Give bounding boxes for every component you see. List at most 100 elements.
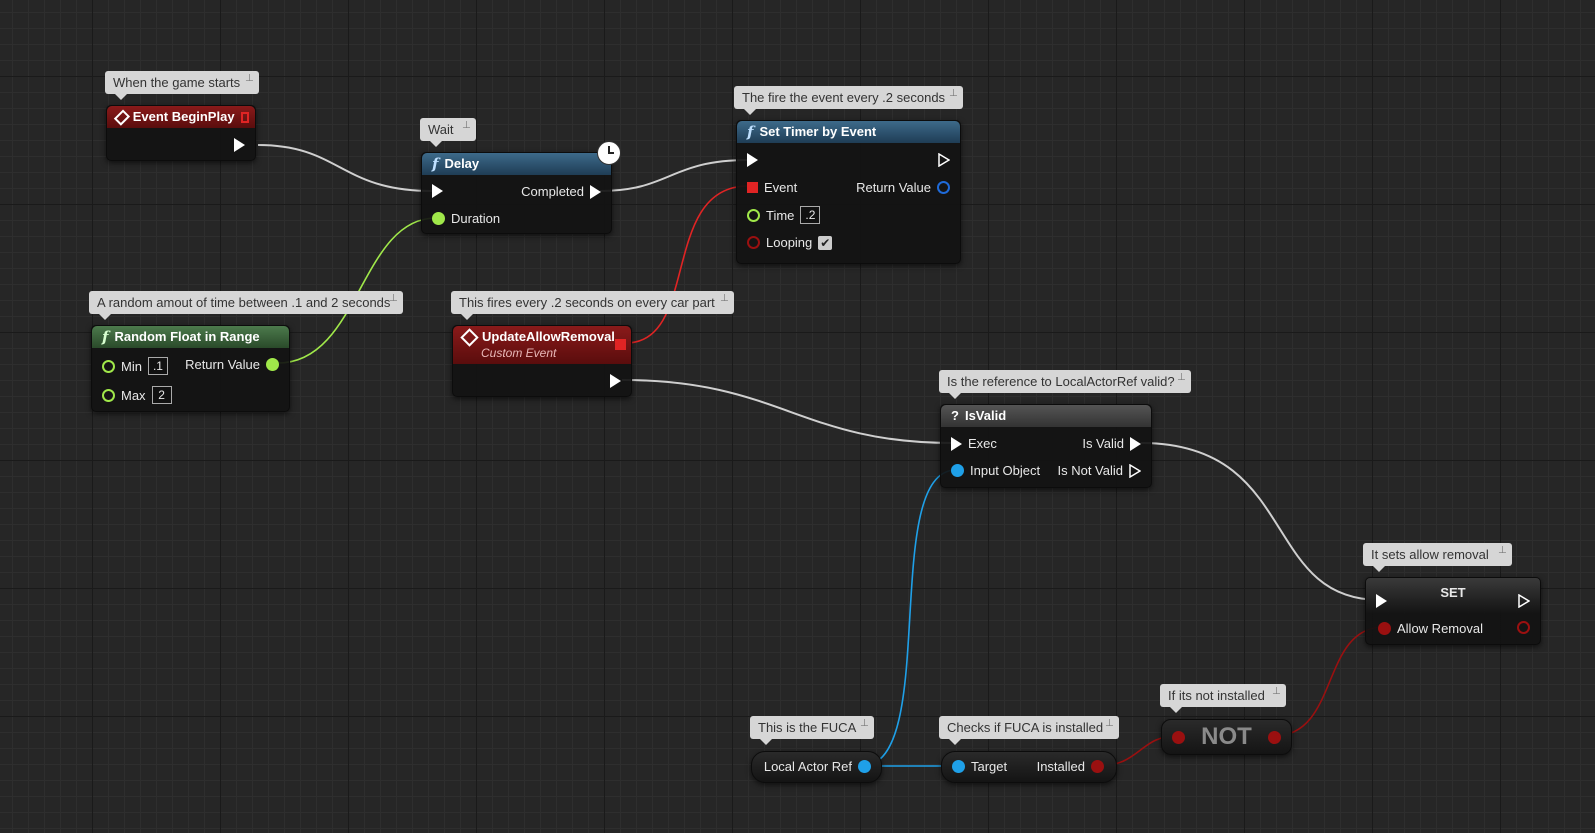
local-actor-ref-output-pin[interactable]: Local Actor Ref: [764, 759, 871, 774]
allow-removal-input-pin[interactable]: Allow Removal: [1378, 621, 1483, 636]
comment-text: The fire the event every .2 seconds: [742, 90, 946, 105]
comment-pin-icon[interactable]: ⊥: [1498, 545, 1507, 556]
installed-output-pin[interactable]: Installed: [1037, 759, 1104, 774]
pin-label: Completed: [521, 184, 584, 199]
exec-input-pin[interactable]: [1376, 594, 1387, 608]
object-pin-icon: [858, 760, 871, 773]
comment-pin-icon[interactable]: ⊥: [720, 293, 729, 304]
node-title: IsValid: [964, 408, 1007, 423]
exec-output-pin[interactable]: [1518, 594, 1530, 608]
delegate-pin[interactable]: [240, 111, 249, 123]
pin-label: Target: [971, 759, 1008, 774]
pin-label: Input Object: [970, 463, 1041, 478]
node-header: f Random Float in Range: [92, 326, 289, 348]
exec-input-pin[interactable]: [432, 184, 443, 198]
exec-arrow-icon: [234, 138, 245, 152]
node-local-actor-ref[interactable]: Local Actor Ref: [751, 751, 882, 783]
struct-pin-icon: [937, 181, 950, 194]
duration-input-pin[interactable]: Duration: [432, 211, 500, 226]
node-not[interactable]: NOT: [1161, 719, 1292, 755]
is-valid-output-pin[interactable]: Is Valid: [1082, 436, 1141, 451]
node-custom-event-update-allow-removal[interactable]: UpdateAllowRemoval Custom Event: [452, 325, 632, 397]
exec-arrow-icon: [610, 374, 621, 388]
comment-text: This is the FUCA: [758, 720, 857, 735]
comment-pin-icon[interactable]: ⊥: [389, 293, 398, 304]
exec-output-pin[interactable]: [610, 374, 621, 388]
node-set-timer-by-event[interactable]: f Set Timer by Event Event Return Value …: [736, 120, 961, 264]
delegate-output-pin[interactable]: [615, 339, 626, 350]
bool-pin-icon: [1091, 760, 1104, 773]
node-installed-getter[interactable]: Target Installed: [941, 751, 1117, 783]
node-title: UpdateAllowRemoval: [482, 329, 615, 344]
comment-is-valid[interactable]: Is the reference to LocalActorRef valid?…: [939, 370, 1191, 399]
comment-pin-icon[interactable]: ⊥: [462, 120, 471, 131]
comment-pin-icon[interactable]: ⊥: [1105, 718, 1114, 729]
not-title: NOT: [1201, 723, 1252, 750]
comment-pin-icon[interactable]: ⊥: [949, 88, 958, 99]
pin-label: Min: [121, 358, 142, 374]
comment-pin-icon[interactable]: ⊥: [245, 73, 254, 84]
comment-not[interactable]: If its not installed⊥: [1160, 684, 1286, 713]
wire-exec-begin-delay: [257, 144, 433, 192]
allow-removal-output-pin[interactable]: [1517, 621, 1530, 634]
comment-wait[interactable]: Wait ⊥: [420, 118, 476, 147]
pin-label: Exec: [968, 436, 997, 451]
comment-custom-event[interactable]: This fires every .2 seconds on every car…: [451, 291, 734, 320]
exec-input-pin[interactable]: Exec: [951, 436, 997, 451]
pin-label: Local Actor Ref: [763, 759, 852, 774]
exec-arrow-icon: [1376, 594, 1387, 608]
function-f-icon: f: [102, 328, 109, 346]
wire-exec-custom-isvalid: [621, 379, 954, 444]
node-title: Random Float in Range: [114, 329, 260, 344]
input-object-pin[interactable]: Input Object: [951, 463, 1040, 478]
comment-pin-icon[interactable]: ⊥: [860, 718, 869, 729]
time-value-field[interactable]: .2: [800, 206, 821, 224]
time-input-pin[interactable]: Time.2: [747, 206, 821, 224]
return-value-output-pin[interactable]: Return Value: [185, 357, 279, 372]
comment-pin-icon[interactable]: ⊥: [1272, 686, 1281, 697]
set-title-text: SET: [1440, 585, 1466, 600]
comment-text: When the game starts: [113, 75, 241, 90]
comment-pin-icon[interactable]: ⊥: [1177, 372, 1186, 383]
node-delay[interactable]: f Delay Completed Duration: [421, 152, 612, 234]
float-pin-icon: [102, 388, 115, 402]
event-input-pin[interactable]: Event: [747, 180, 797, 195]
float-pin-icon: [102, 359, 115, 373]
node-is-valid[interactable]: ? IsValid Exec Is Valid Input Object Is …: [940, 404, 1152, 488]
node-header: f Delay: [422, 153, 611, 175]
exec-hollow-arrow-icon: [938, 153, 950, 167]
pin-label: Return Value: [856, 180, 931, 195]
comment-text: Checks if FUCA is installed: [947, 720, 1104, 735]
node-event-begin-play[interactable]: Event BeginPlay: [106, 105, 256, 161]
comment-text: Wait: [428, 122, 454, 137]
wire-exec-delay-timer: [599, 159, 749, 192]
comment-set-timer[interactable]: The fire the event every .2 seconds⊥: [734, 86, 963, 115]
exec-arrow-icon: [951, 436, 962, 451]
node-random-float-in-range[interactable]: f Random Float in Range Min .1 Return Val…: [91, 325, 290, 412]
exec-output-pin[interactable]: [938, 153, 950, 167]
comment-installed[interactable]: Checks if FUCA is installed⊥: [939, 716, 1119, 745]
target-input-pin[interactable]: Target: [952, 759, 1007, 774]
bool-input-pin[interactable]: [1172, 731, 1185, 744]
comment-set[interactable]: It sets allow removal⊥: [1363, 543, 1512, 572]
exec-output-pin[interactable]: [234, 138, 245, 152]
bool-pin-icon: [1517, 621, 1530, 634]
min-value-field[interactable]: .1: [147, 357, 168, 375]
bool-output-pin[interactable]: [1268, 731, 1281, 744]
comment-fuca[interactable]: This is the FUCA⊥: [750, 716, 874, 745]
min-input-pin[interactable]: Min .1: [102, 357, 168, 375]
exec-arrow-icon: [1130, 436, 1141, 451]
node-set-allow-removal[interactable]: SET Allow Removal: [1365, 577, 1541, 645]
completed-output-pin[interactable]: Completed: [521, 184, 601, 199]
node-title: Set Timer by Event: [759, 124, 877, 139]
node-header: ? IsValid: [941, 405, 1151, 427]
is-not-valid-output-pin[interactable]: Is Not Valid: [1057, 463, 1141, 478]
return-value-output-pin[interactable]: Return Value: [856, 180, 950, 195]
exec-input-pin[interactable]: [747, 153, 758, 167]
comment-random-float[interactable]: A random amout of time between .1 and 2 …: [89, 291, 403, 320]
comment-begin-play[interactable]: When the game starts ⊥: [105, 71, 259, 100]
max-value-field[interactable]: 2: [151, 386, 172, 404]
looping-input-pin[interactable]: Looping✔: [747, 235, 833, 250]
looping-checkbox[interactable]: ✔: [818, 235, 833, 250]
